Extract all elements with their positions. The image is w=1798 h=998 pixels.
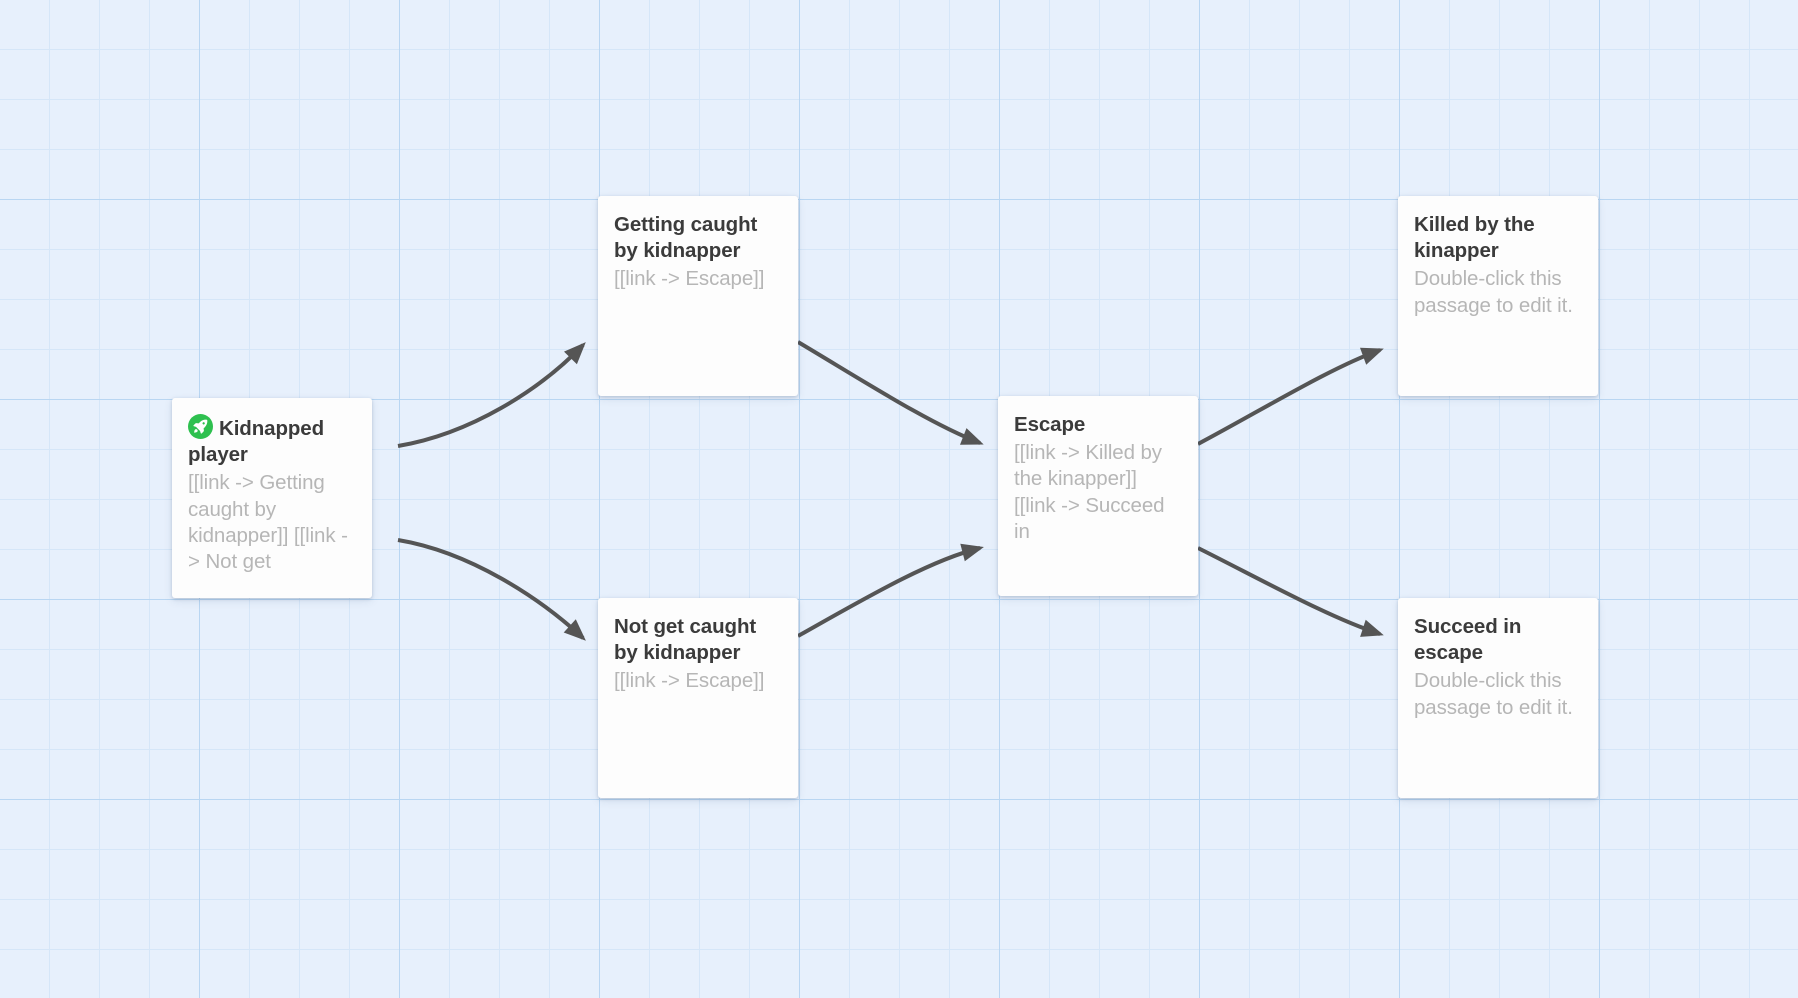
link-arrowhead xyxy=(1360,619,1384,637)
link-arrowhead xyxy=(1360,347,1384,365)
link-arrowhead xyxy=(960,428,984,445)
link-arrowhead xyxy=(563,619,586,641)
link-arrowhead xyxy=(960,543,984,562)
link-line xyxy=(397,538,585,640)
link-line xyxy=(1197,546,1381,636)
rocket-icon xyxy=(188,414,213,439)
passage-title: Succeed in escape xyxy=(1414,614,1582,666)
passage-title: Killed by the kinapper xyxy=(1414,212,1582,264)
passage-excerpt: [[link -> Getting caught by kidnapper]] … xyxy=(188,471,348,574)
passage-title-text: Getting caught by kidnapper xyxy=(614,213,758,263)
passage-excerpt: [[link -> Killed by the kinapper]] [[lin… xyxy=(1014,441,1171,543)
passage-card-escape[interactable]: Escape [[link -> Killed by the kinapper]]… xyxy=(998,396,1198,596)
passage-excerpt: Double-click this passage to edit it. xyxy=(1414,669,1573,719)
passage-title-text: Escape xyxy=(1014,413,1086,436)
passage-excerpt: [[link -> Escape]] xyxy=(614,267,765,291)
passage-title: Not get caught by kidnapper xyxy=(614,614,782,666)
passage-title-text: Succeed in escape xyxy=(1414,615,1522,665)
passage-title-text: Kidnapped player xyxy=(188,417,325,467)
link-arrowhead xyxy=(564,342,586,365)
link-line xyxy=(797,546,981,638)
passage-card-not-get-caught-by-kidnapper[interactable]: Not get caught by kidnapper [[link -> Esc… xyxy=(598,598,798,798)
passage-excerpt: Double-click this passage to edit it. xyxy=(1414,267,1573,317)
link-line xyxy=(796,340,981,445)
passage-title: Getting caught by kidnapper xyxy=(614,212,782,264)
passage-card-getting-caught-by-kidnapper[interactable]: Getting caught by kidnapper [[link -> Esc… xyxy=(598,196,798,396)
passage-title-text: Killed by the kinapper xyxy=(1414,213,1535,263)
passage-title: Escape xyxy=(1014,412,1182,438)
passage-title-text: Not get caught by kidnapper xyxy=(614,615,757,665)
link-line xyxy=(1197,348,1381,446)
passage-excerpt: [[link -> Escape]] xyxy=(614,669,765,693)
link-line xyxy=(397,343,585,448)
passage-card-kidnapped-player[interactable]: Kidnapped player[[link -> Getting caught… xyxy=(172,398,372,598)
passage-title: Kidnapped player xyxy=(188,414,356,468)
